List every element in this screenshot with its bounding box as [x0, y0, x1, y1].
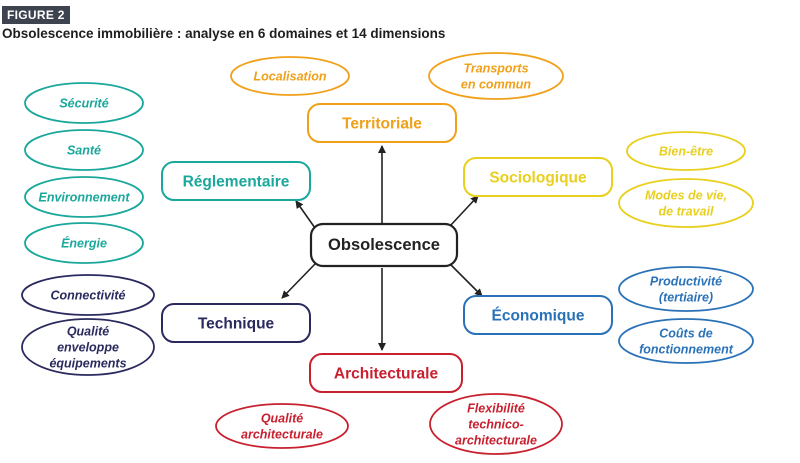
dim-flexibilite-outline — [429, 393, 563, 455]
domain-reglementaire-box — [161, 161, 311, 201]
dim-bien-etre: Bien-être — [626, 131, 746, 171]
dim-flexibilite-line-2: architecturale — [455, 434, 537, 448]
dim-couts-outline — [618, 318, 754, 364]
dim-securite-outline — [24, 82, 144, 124]
dim-sante-line-0: Santé — [67, 144, 101, 158]
domain-reglementaire-label: Réglementaire — [183, 174, 290, 191]
domain-architecturale-label: Architecturale — [334, 366, 439, 383]
domain-technique-label: Technique — [198, 316, 275, 333]
domain-territoriale: Territoriale — [307, 103, 457, 143]
arrows — [281, 145, 483, 351]
figure-title: Obsolescence immobilière : analyse en 6 … — [2, 26, 446, 41]
dim-modes-de-vie-outline — [618, 178, 754, 228]
dim-qualite-architecturale-outline — [215, 403, 349, 449]
figure-label: FIGURE 2 — [2, 6, 70, 24]
arrow-to-reglementaire — [295, 200, 316, 229]
dim-qualite-enveloppe-line-0: Qualité — [67, 325, 109, 339]
arrow-to-technique — [281, 263, 316, 299]
dim-flexibilite-line-1: technico- — [468, 418, 524, 432]
center-node-label: Obsolescence — [328, 236, 440, 254]
domain-architecturale: Architecturale — [309, 353, 463, 393]
domain-technique-box — [161, 303, 311, 343]
dim-transports-outline — [428, 52, 564, 100]
dim-bien-etre-line-0: Bien-être — [659, 145, 713, 159]
domain-territoriale-label: Territoriale — [342, 116, 422, 133]
domain-sociologique-label: Sociologique — [489, 170, 587, 187]
dim-localisation: Localisation — [230, 56, 350, 96]
dim-couts-line-1: fonctionnement — [639, 343, 734, 357]
dim-productivite: Productivité (tertiaire) — [618, 266, 754, 312]
center-node: Obsolescence — [309, 222, 459, 268]
domain-technique: Technique — [161, 303, 311, 343]
dim-transports-line-0: Transports — [463, 62, 528, 76]
dim-modes-de-vie-line-1: de travail — [659, 205, 714, 219]
dim-qualite-architecturale: Qualité architecturale — [215, 403, 349, 449]
domain-architecturale-box — [309, 353, 463, 393]
dim-flexibilite-line-0: Flexibilité — [467, 402, 525, 416]
dim-modes-de-vie: Modes de vie, de travail — [618, 178, 754, 228]
dim-connectivite-outline — [21, 274, 155, 316]
dim-environnement: Environnement — [24, 176, 144, 218]
dim-qualite-enveloppe-line-2: équipements — [49, 357, 126, 371]
dim-qualite-architecturale-line-1: architecturale — [241, 428, 323, 442]
dim-couts: Coûts de fonctionnement — [618, 318, 754, 364]
dim-productivite-line-1: (tertiaire) — [659, 291, 713, 305]
domain-economique-label: Économique — [491, 308, 584, 325]
dim-qualite-enveloppe-outline — [21, 318, 155, 376]
dim-qualite-architecturale-line-0: Qualité — [261, 412, 303, 426]
domain-economique-box — [463, 295, 613, 335]
dim-connectivite-line-0: Connectivité — [50, 289, 125, 303]
dim-energie-line-0: Énergie — [61, 236, 107, 251]
dim-sante-outline — [24, 129, 144, 171]
dim-localisation-line-0: Localisation — [254, 70, 327, 84]
domain-sociologique-box — [463, 157, 613, 197]
dim-securite-line-0: Sécurité — [59, 97, 108, 111]
domain-reglementaire: Réglementaire — [161, 161, 311, 201]
dim-connectivite: Connectivité — [21, 274, 155, 316]
dim-qualite-enveloppe-line-1: enveloppe — [57, 341, 119, 355]
domain-economique: Économique — [463, 295, 613, 335]
dim-modes-de-vie-line-0: Modes de vie, — [645, 189, 727, 203]
arrow-to-sociologique — [449, 195, 479, 227]
dim-environnement-outline — [24, 176, 144, 218]
dim-qualite-enveloppe: Qualité enveloppe équipements — [21, 318, 155, 376]
dim-bien-etre-outline — [626, 131, 746, 171]
dim-securite: Sécurité — [24, 82, 144, 124]
arrow-to-economique — [449, 263, 483, 297]
dim-energie-outline — [24, 222, 144, 264]
dim-environnement-line-0: Environnement — [39, 191, 131, 205]
dim-localisation-outline — [230, 56, 350, 96]
domain-territoriale-box — [307, 103, 457, 143]
dim-productivite-outline — [618, 266, 754, 312]
dim-flexibilite: Flexibilité technico-architecturale — [429, 393, 563, 455]
dim-transports-line-1: en commun — [461, 78, 532, 92]
nodes: Obsolescence TerritorialeSociologiqueÉcon… — [21, 52, 754, 455]
dim-transports: Transports en commun — [428, 52, 564, 100]
dim-couts-line-0: Coûts de — [659, 327, 713, 341]
dim-energie: Énergie — [24, 222, 144, 264]
dim-productivite-line-0: Productivité — [650, 275, 722, 289]
domain-sociologique: Sociologique — [463, 157, 613, 197]
dim-sante: Santé — [24, 129, 144, 171]
center-node-box — [309, 222, 459, 268]
